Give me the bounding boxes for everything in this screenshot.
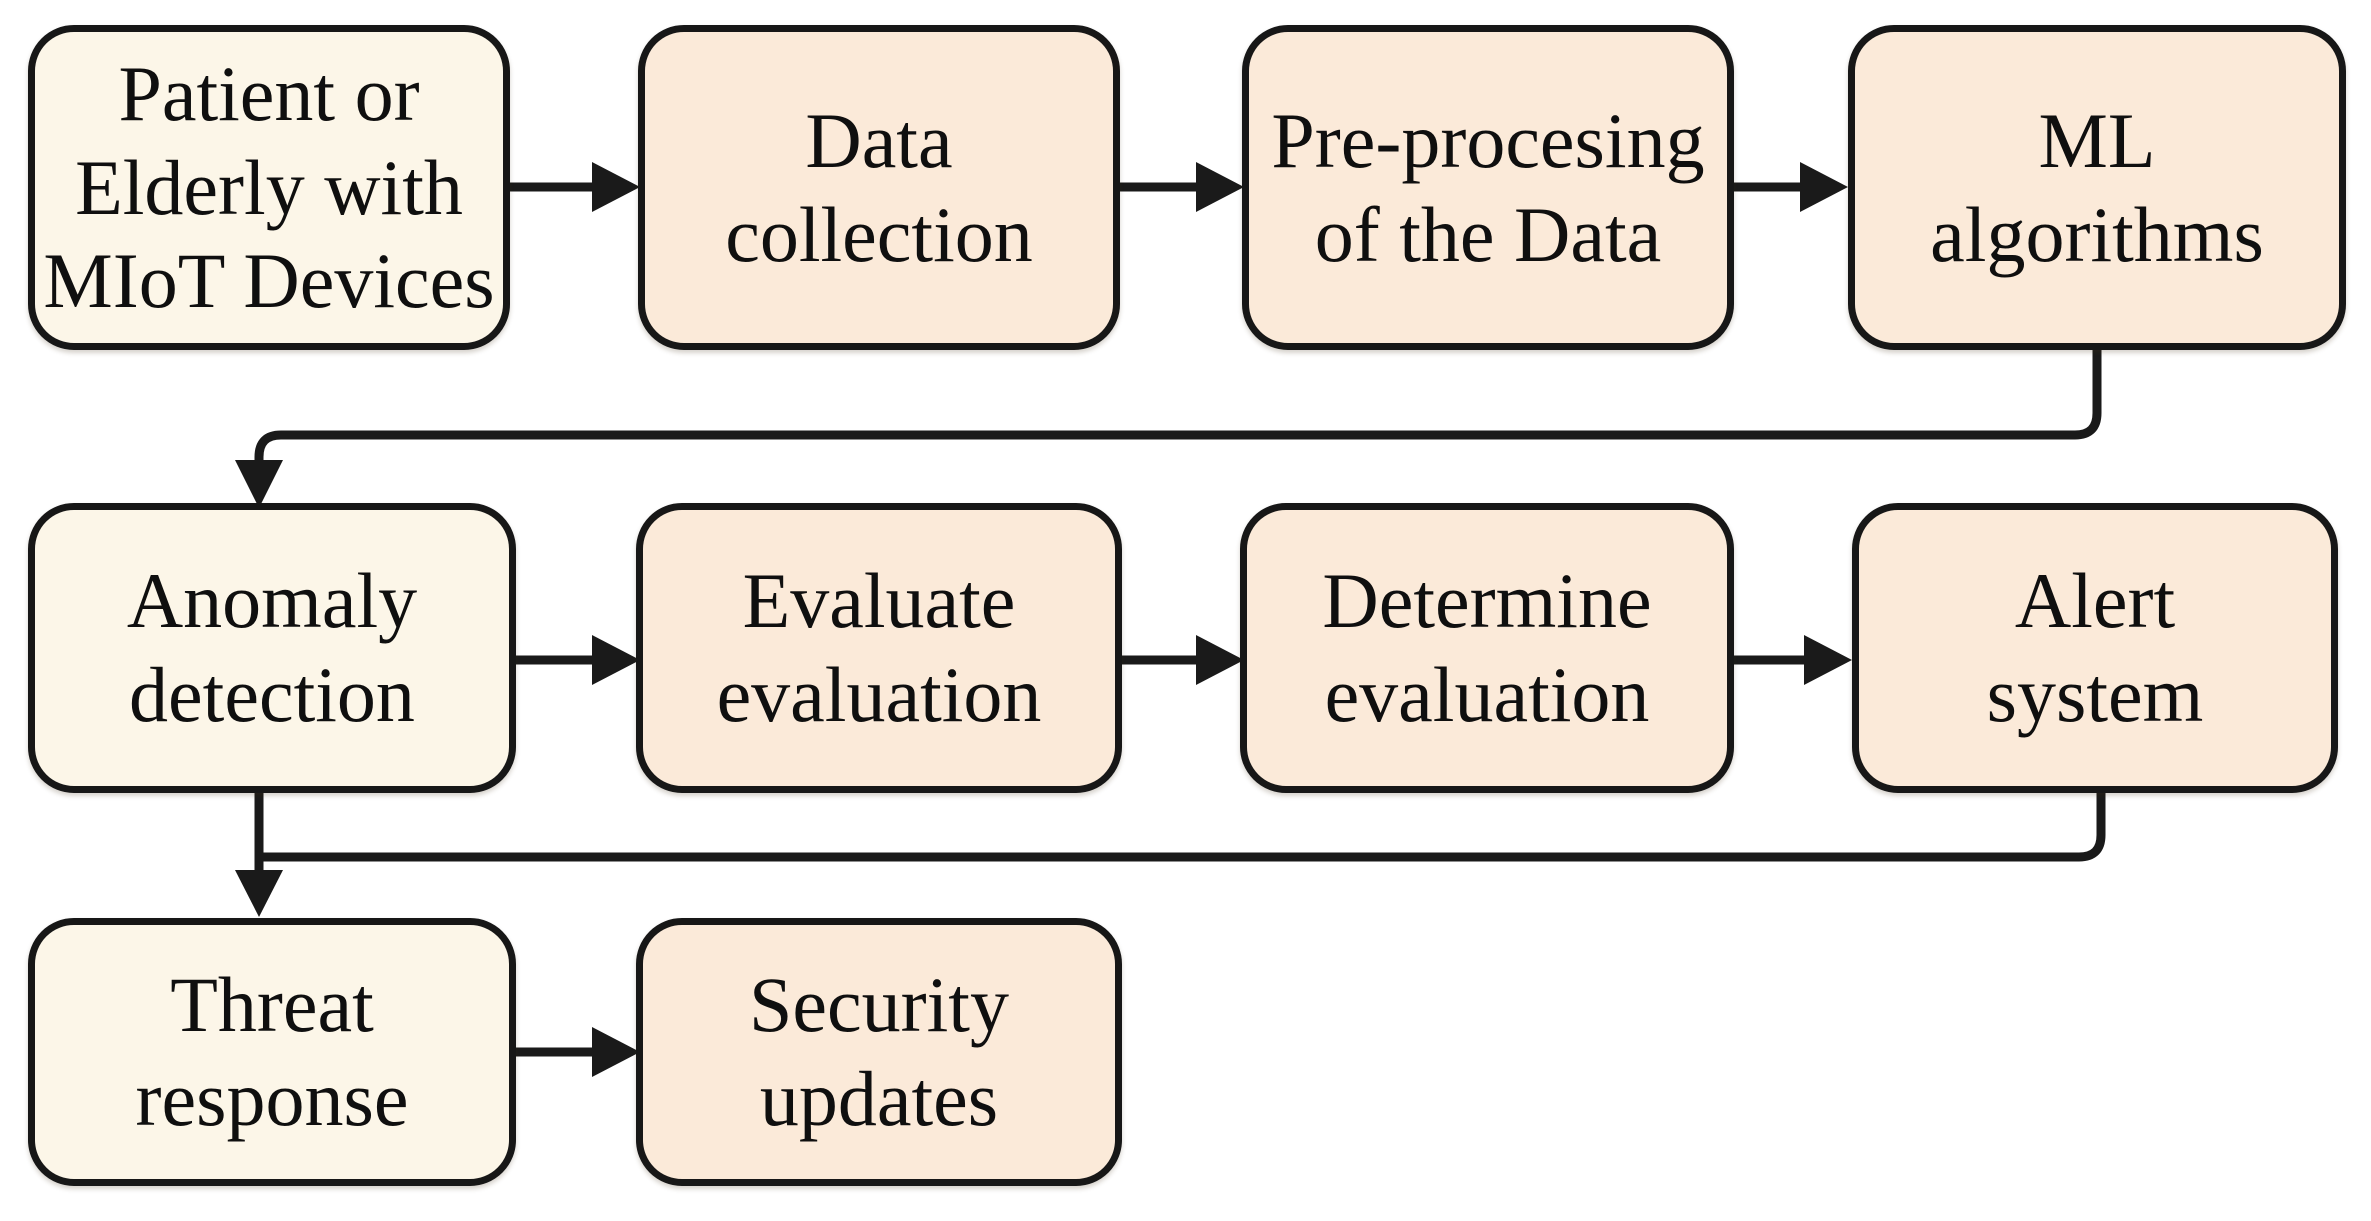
- edge-patient-to-data-collection: [506, 162, 640, 212]
- node-evaluate-evaluation: Evaluate evaluation: [636, 503, 1122, 793]
- edge-data-collection-to-pre-processing: [1118, 162, 1244, 212]
- edge-anomaly-detection-to-threat-response: [235, 791, 283, 917]
- edge-evaluate-evaluation-to-determine-evaluation: [1118, 635, 1244, 685]
- edge-determine-evaluation-to-alert-system: [1730, 635, 1852, 685]
- edge-pre-processing-to-ml-algorithms: [1730, 162, 1848, 212]
- edge-ml-algorithms-to-anomaly-detection: [235, 347, 2102, 508]
- node-ml-algorithms: ML algorithms: [1848, 25, 2346, 350]
- edge-anomaly-detection-to-evaluate-evaluation: [512, 635, 640, 685]
- edge-threat-response-to-security-updates: [512, 1027, 640, 1077]
- edge-alert-system-to-threat-response: [263, 791, 2106, 862]
- node-data-collection: Data collection: [638, 25, 1120, 350]
- node-pre-processing: Pre-procesing of the Data: [1242, 25, 1734, 350]
- node-threat-response: Threat response: [28, 918, 516, 1186]
- node-anomaly-detection: Anomaly detection: [28, 503, 516, 793]
- node-determine-evaluation: Determine evaluation: [1240, 503, 1734, 793]
- node-security-updates: Security updates: [636, 918, 1122, 1186]
- node-alert-system: Alert system: [1852, 503, 2338, 793]
- node-patient-miot-devices: Patient or Elderly with MIoT Devices: [28, 25, 510, 350]
